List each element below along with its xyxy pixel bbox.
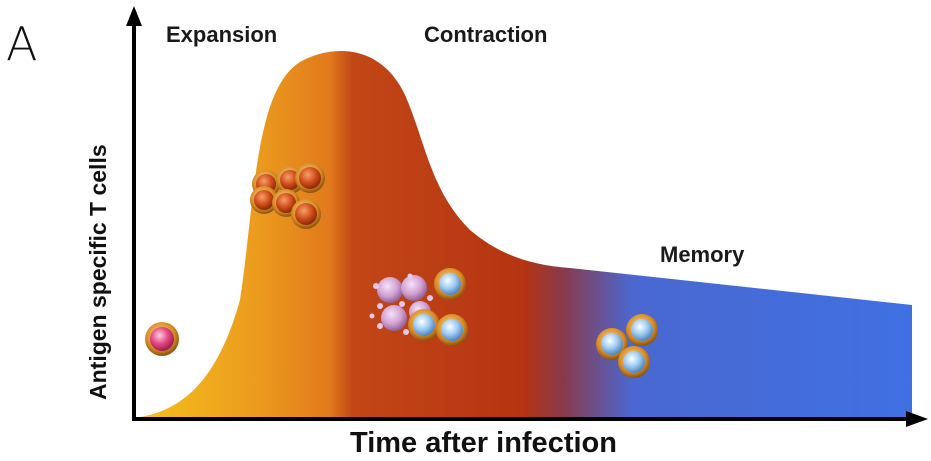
memory-label: Memory [660,242,745,267]
contraction-label: Contraction [424,22,547,47]
panel-label: A [6,17,37,71]
x-axis-arrow [906,411,928,427]
x-axis-label: Time after infection [350,427,617,459]
y-axis-label: Antigen specific T cells [85,144,111,400]
y-axis-arrow [126,6,142,26]
expansion-label: Expansion [166,22,277,47]
t-cell-response-curve [135,51,912,418]
naive-t-cell-icon [145,322,179,356]
